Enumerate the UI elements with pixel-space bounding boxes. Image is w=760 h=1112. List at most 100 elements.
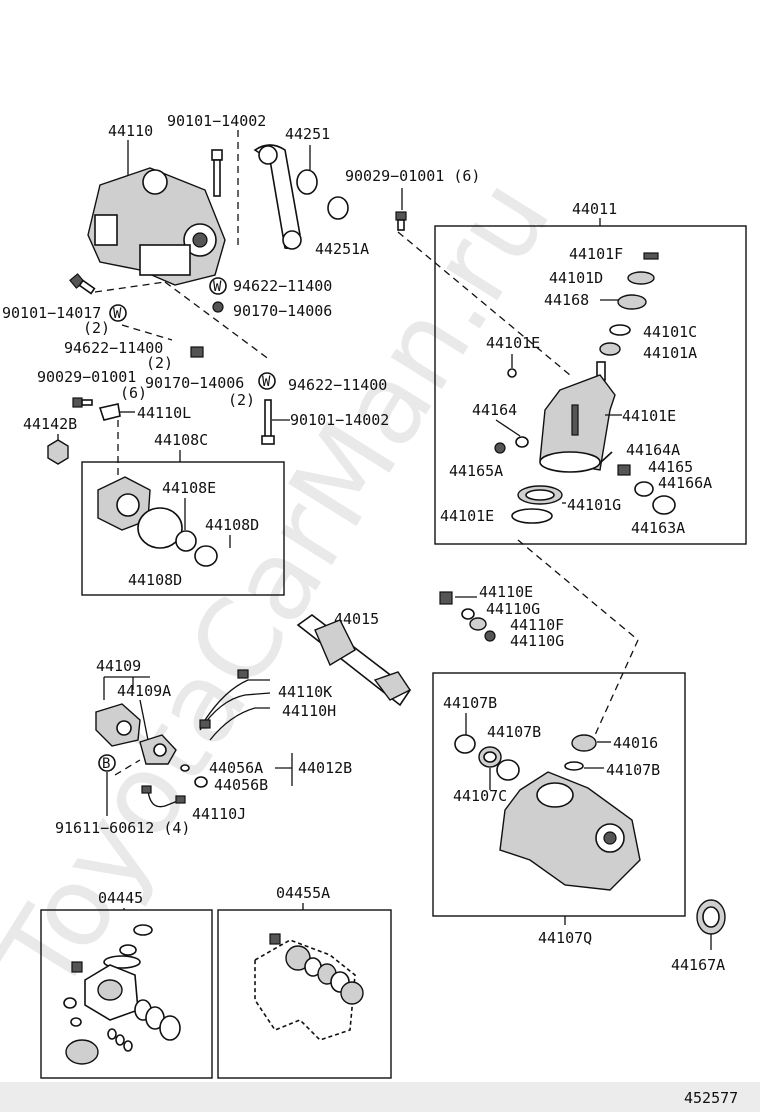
label-44110E: 44110E [479,583,533,601]
label-44101E-c: 44101E [440,507,494,525]
footer-band [0,1082,760,1112]
part-44101C[interactable] [609,324,631,336]
o-ring-44101E[interactable] [511,508,553,524]
label-44056A: 44056A [209,759,263,777]
label-44168: 44168 [544,291,589,309]
label-44107Q: 44107Q [538,929,592,947]
bolt-90101-14017[interactable] [69,273,96,295]
control-valve-44101E[interactable] [539,361,616,473]
nut-44142B[interactable] [47,439,69,465]
leader-dashed [114,759,141,776]
part-44165A[interactable] [494,442,506,454]
repair-kit-04455A[interactable] [254,933,364,1041]
label-qty-2-c: (2) [228,391,255,409]
harness-44110J[interactable] [141,785,186,808]
bolt-44110E-group[interactable] [439,591,496,642]
b-symbol: B [102,756,110,772]
screw-90029-left[interactable] [72,397,93,408]
label-44142B: 44142B [23,415,77,433]
box-44011 [434,225,747,545]
label-90170-14006-a: 90170−14006 [233,302,332,320]
part-44101A[interactable] [599,342,621,356]
sector-shaft-44015[interactable] [296,614,412,707]
label-44165A: 44165A [449,462,503,480]
label-44101C: 44101C [643,323,697,341]
washer-w-symbol [209,277,227,295]
diagram-id: 452577 [684,1089,738,1107]
leader-line [139,699,149,741]
label-44108D-bottom: 44108D [128,571,182,589]
label-44108C: 44108C [154,431,208,449]
part-44101D[interactable] [627,271,655,285]
pitman-arm-44251[interactable] [253,144,349,250]
washer-w-symbol [258,372,276,390]
seal-44101G-inner [525,489,555,501]
box-04445 [40,909,213,1079]
label-44101E-a: 44101E [486,334,540,352]
part-44164[interactable] [515,436,529,448]
cap-44016[interactable] [571,734,597,752]
part-44164A[interactable] [599,451,613,464]
o-ring-44056A[interactable] [180,764,190,772]
label-91611-60612: 91611−60612 (4) [55,819,190,837]
label-90101-14017: 90101−14017 [2,304,101,322]
part-44166A[interactable] [634,481,654,497]
label-44012B: 44012B [298,759,352,777]
harness-44110K[interactable] [199,669,271,741]
label-44056B: 44056B [214,776,268,794]
label-90101-14002: 90101−14002 [167,112,266,130]
label-94622-11400-a: 94622−11400 [233,277,332,295]
o-ring-44108D-small[interactable] [194,545,218,567]
seal-44108E[interactable] [175,530,197,552]
label-90170-14006-b: 90170−14006 [145,374,244,392]
label-44110G-a: 44110G [486,600,540,618]
label-44107B-a: 44107B [443,694,497,712]
seal-44107B-a[interactable] [454,734,476,754]
label-qty-6: (6) [120,384,147,402]
nut-icon[interactable] [190,346,204,358]
label-44110H: 44110H [282,702,336,720]
leader-dashed [121,324,173,341]
seal-44107B-b[interactable] [496,759,520,781]
w-symbol-b: W [113,306,122,322]
part-44101F[interactable] [643,252,659,260]
part-44165[interactable] [617,464,631,476]
label-44164A: 44164A [626,441,680,459]
gear-housing-44107Q[interactable] [499,771,641,891]
label-44101A: 44101A [643,344,697,362]
label-44101F: 44101F [569,245,623,263]
w-symbol-a: W [213,279,222,295]
label-qty-2-b: (2) [146,354,173,372]
label-44110F: 44110F [510,616,564,634]
o-ring-44108D[interactable] [137,507,183,549]
label-44109A: 44109A [117,682,171,700]
label-qty-2-a: (2) [83,319,110,337]
cover-44108C[interactable] [97,476,151,531]
label-44251: 44251 [285,125,330,143]
screw-90029-01001[interactable] [395,211,407,231]
label-44108E: 44108E [162,479,216,497]
label-94622-11400-b: 94622−11400 [64,339,163,357]
bolt-90101-14002-lower[interactable] [261,399,275,445]
label-44107B-c: 44107B [606,761,660,779]
part-44101E-small[interactable] [507,368,517,378]
label-44110L: 44110L [137,404,191,422]
label-44165: 44165 [648,458,693,476]
nut-icon[interactable] [212,301,224,313]
part-44168[interactable] [617,294,647,310]
o-ring-44056B[interactable] [194,776,208,788]
bolt-90101-14002[interactable] [211,149,223,197]
gear-box-44110[interactable] [87,167,226,286]
part-44163A[interactable] [652,495,676,515]
clamp-44110L[interactable] [98,403,121,421]
label-44101E-b: 44101E [622,407,676,425]
label-44107B-b: 44107B [487,723,541,741]
o-ring-44107B-c[interactable] [564,761,584,771]
label-44110G-b: 44110G [510,632,564,650]
sensor-44109[interactable] [95,703,141,747]
label-44164: 44164 [472,401,517,419]
repair-kit-04445[interactable] [63,924,181,1065]
sensor-44109A[interactable] [139,734,177,765]
